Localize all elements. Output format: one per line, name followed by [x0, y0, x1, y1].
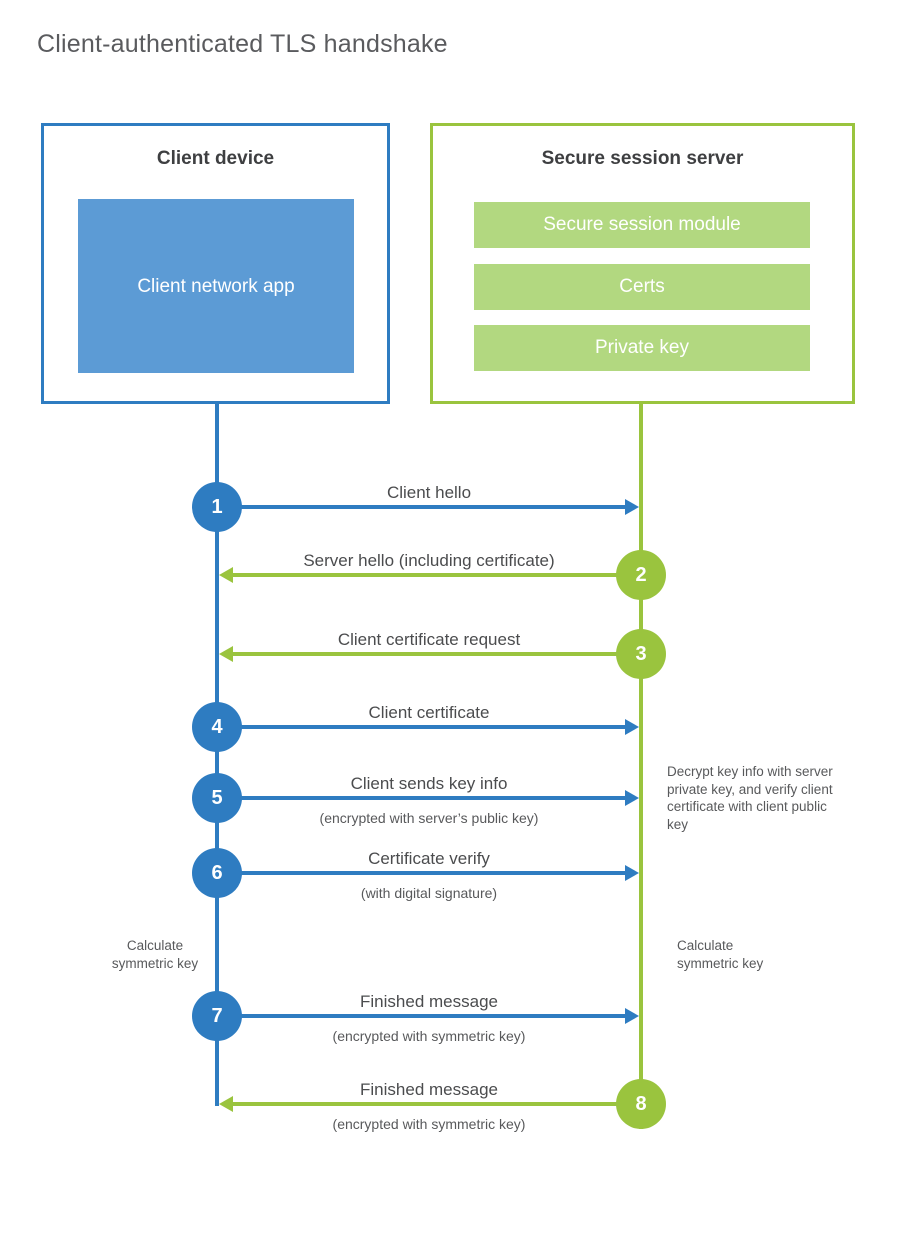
page-title: Client-authenticated TLS handshake	[37, 30, 448, 58]
arrowhead-left-icon	[219, 567, 233, 583]
step-badge-8: 8	[616, 1079, 666, 1129]
step-badge-4: 4	[192, 702, 242, 752]
secure-session-server-box: Secure session server Secure session mod…	[430, 123, 855, 404]
step-badge-2: 2	[616, 550, 666, 600]
message-7-label: Finished message	[360, 992, 498, 1011]
message-3-arrow	[219, 646, 641, 662]
client-device-title: Client device	[156, 148, 275, 169]
calculate-symmetric-key-client: Calculate symmetric key	[111, 938, 199, 971]
client-lifeline	[215, 404, 219, 1106]
secure-session-server-title: Secure session server	[541, 148, 744, 169]
calculate-symmetric-key-server: Calculate symmetric key	[677, 938, 764, 971]
message-8-sublabel: (encrypted with symmetric key)	[332, 1116, 526, 1132]
client-network-app-box: Client network app	[78, 199, 354, 373]
message-8-label: Finished message	[360, 1080, 498, 1099]
arrowhead-right-icon	[625, 1008, 639, 1024]
message-5-arrow	[217, 790, 639, 806]
message-2-arrow	[219, 567, 641, 583]
message-3-label: Client certificate request	[337, 630, 521, 649]
message-2-label: Server hello (including certificate)	[303, 551, 555, 570]
message-4-arrow	[217, 719, 639, 735]
arrow-shaft	[217, 725, 628, 729]
arrow-shaft	[230, 652, 641, 656]
step-badge-3: 3	[616, 629, 666, 679]
message-1-label: Client hello	[386, 483, 472, 502]
arrowhead-right-icon	[625, 719, 639, 735]
arrow-shaft	[230, 1102, 641, 1106]
arrowhead-right-icon	[625, 499, 639, 515]
arrow-shaft	[217, 796, 628, 800]
arrowhead-left-icon	[219, 1096, 233, 1112]
step-badge-5: 5	[192, 773, 242, 823]
message-7-sublabel: (encrypted with symmetric key)	[332, 1028, 526, 1044]
arrow-shaft	[217, 1014, 628, 1018]
message-4-label: Client certificate	[368, 703, 490, 722]
message-5-label: Client sends key info	[350, 774, 508, 793]
message-1-arrow	[217, 499, 639, 515]
decrypt-note: Decrypt key info with server private key…	[667, 764, 833, 832]
message-5-sublabel: (encrypted with server’s public key)	[319, 810, 539, 826]
arrowhead-left-icon	[219, 646, 233, 662]
arrow-shaft	[230, 573, 641, 577]
arrowhead-right-icon	[625, 865, 639, 881]
message-8-arrow	[219, 1096, 641, 1112]
server-module-secure-session: Secure session module	[474, 202, 810, 248]
arrow-shaft	[217, 871, 628, 875]
message-7-arrow	[217, 1008, 639, 1024]
step-badge-1: 1	[192, 482, 242, 532]
message-6-arrow	[217, 865, 639, 881]
server-module-private-key: Private key	[474, 325, 810, 371]
step-badge-6: 6	[192, 848, 242, 898]
arrowhead-right-icon	[625, 790, 639, 806]
step-badge-7: 7	[192, 991, 242, 1041]
client-network-app-label: Client network app	[137, 275, 295, 297]
server-module-certs: Certs	[474, 264, 810, 310]
arrow-shaft	[217, 505, 628, 509]
message-6-label: Certificate verify	[368, 849, 490, 868]
message-6-sublabel: (with digital signature)	[360, 885, 498, 901]
server-lifeline	[639, 404, 643, 1129]
client-device-box: Client device Client network app	[41, 123, 390, 404]
